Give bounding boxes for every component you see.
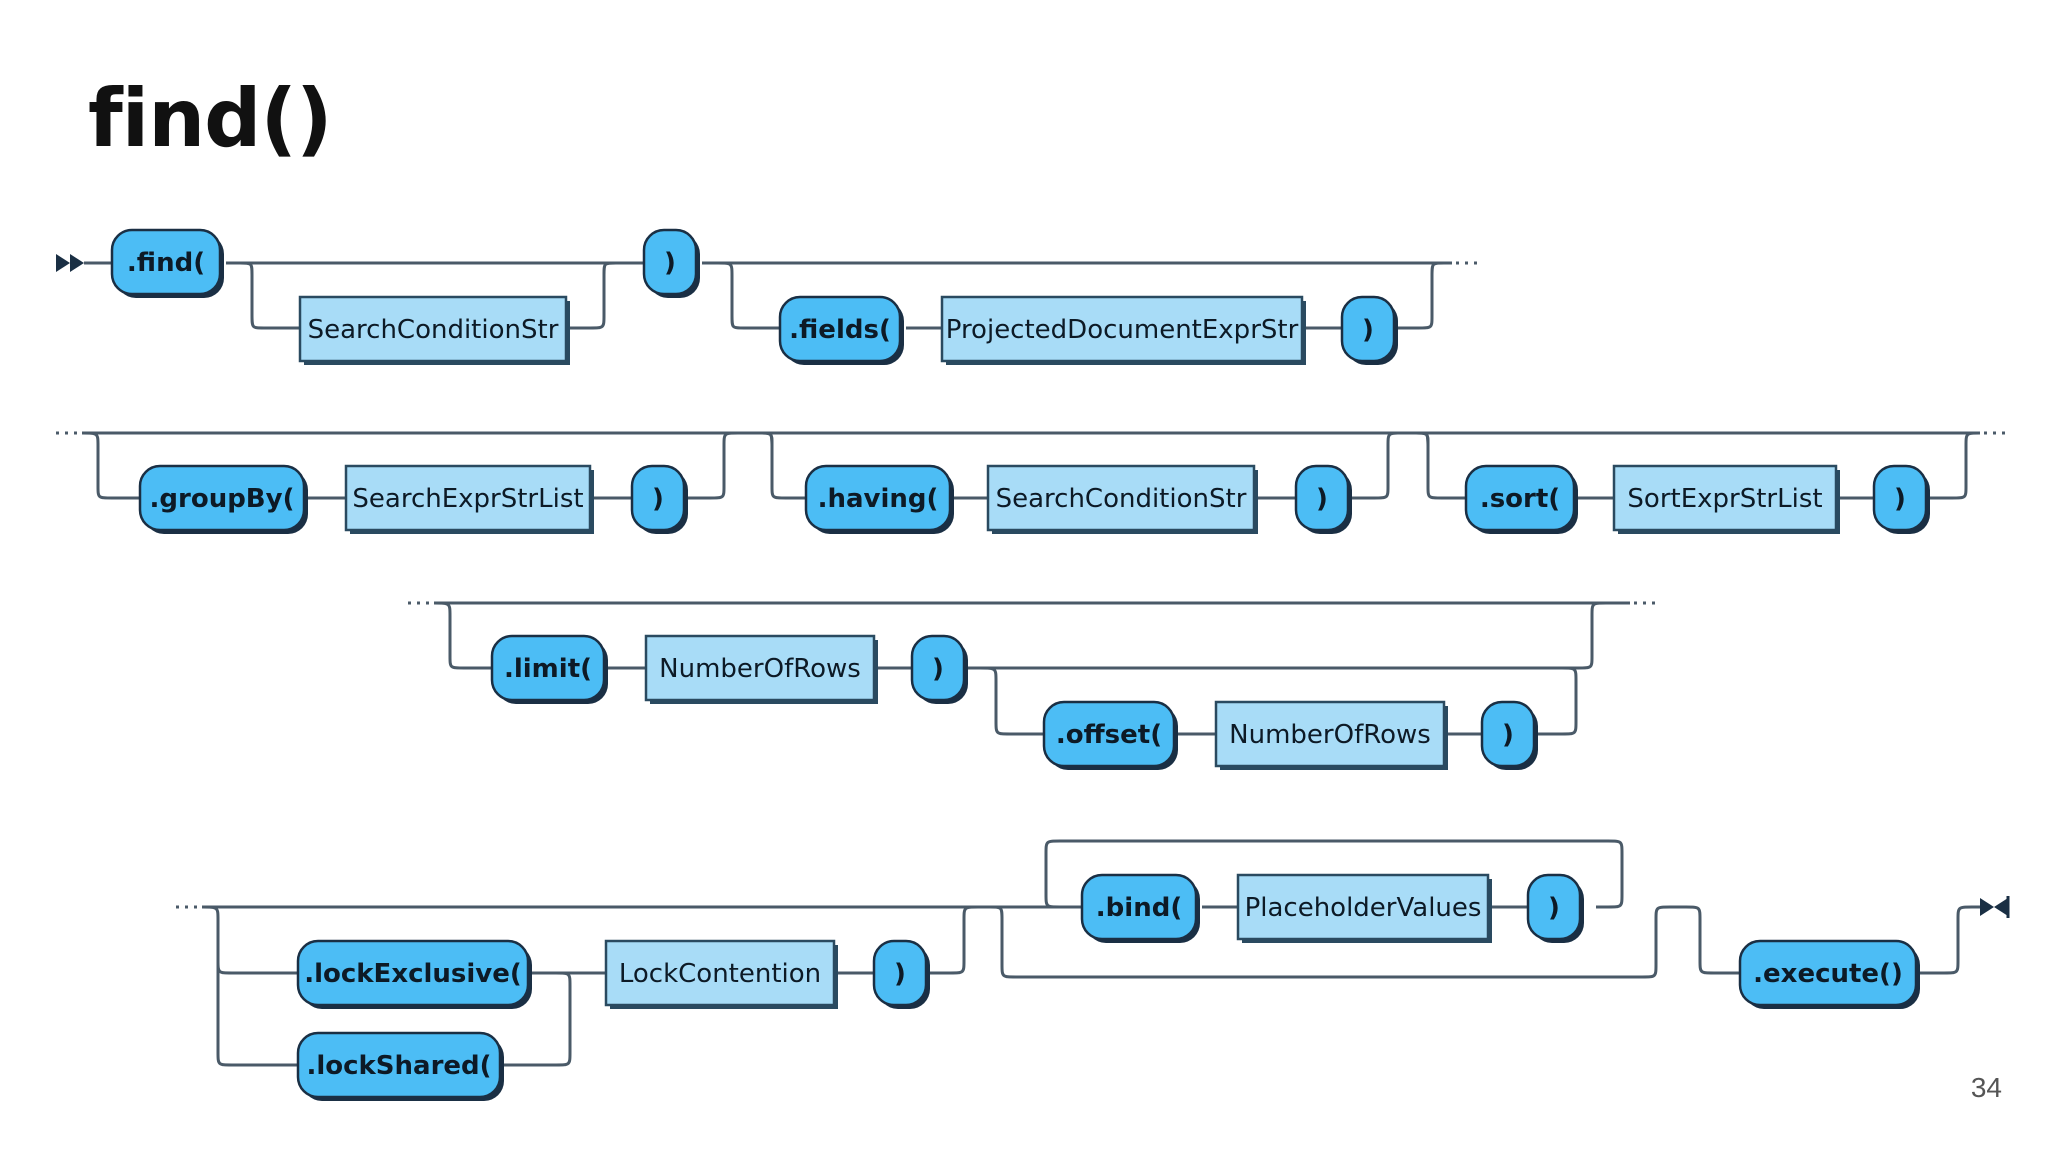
end-marker-icon-2 — [1994, 898, 2008, 916]
lockexclusive-terminal: .lockExclusive( — [296, 939, 532, 1009]
close-paren-label: ) — [664, 248, 676, 278]
limit-terminal: .limit( — [490, 634, 608, 704]
searchconditionstr-nonterminal: SearchConditionStr — [298, 295, 570, 365]
close-paren-label-6: ) — [932, 654, 944, 684]
row-4: .lockExclusive( .lockShared( LockContent… — [176, 839, 2010, 1101]
close-paren-terminal-9: ) — [1526, 873, 1584, 943]
slide-title: find() — [88, 72, 333, 165]
searchexprstrlist-nonterminal: SearchExprStrList — [344, 464, 594, 534]
numberofrows-nonterminal-2: NumberOfRows — [1214, 700, 1448, 770]
lockshared-label: .lockShared( — [306, 1051, 491, 1081]
sort-terminal: .sort( — [1464, 464, 1578, 534]
lockcontention-label: LockContention — [619, 959, 821, 989]
execute-label: .execute() — [1753, 959, 1903, 989]
placeholdervalues-nonterminal: PlaceholderValues — [1236, 873, 1492, 943]
searchexprstrlist-label: SearchExprStrList — [352, 484, 583, 514]
sortexprstrlist-nonterminal: SortExprStrList — [1612, 464, 1840, 534]
searchconditionstr-nonterminal-2: SearchConditionStr — [986, 464, 1258, 534]
start-marker-icon-2 — [70, 254, 84, 272]
row-3: .limit( NumberOfRows ) .offset( NumberOf… — [408, 601, 1660, 770]
lockexclusive-label: .lockExclusive( — [304, 959, 522, 989]
placeholdervalues-label: PlaceholderValues — [1245, 893, 1482, 923]
execute-terminal: .execute() — [1738, 939, 1920, 1009]
bind-terminal: .bind( — [1080, 873, 1200, 943]
lockshared-terminal: .lockShared( — [296, 1031, 504, 1101]
close-paren-terminal-4: ) — [1294, 464, 1352, 534]
having-terminal: .having( — [804, 464, 954, 534]
find-terminal: .find( — [110, 228, 224, 298]
offset-label: .offset( — [1056, 720, 1162, 750]
row-1: .find( SearchConditionStr ) .fields( Pro… — [56, 228, 1480, 365]
close-paren-terminal-6: ) — [910, 634, 968, 704]
numberofrows-nonterminal: NumberOfRows — [644, 634, 878, 704]
sort-label: .sort( — [1480, 484, 1560, 514]
numberofrows-label: NumberOfRows — [659, 654, 861, 684]
bind-label: .bind( — [1096, 893, 1182, 923]
fields-terminal: .fields( — [778, 295, 904, 365]
page-number: 34 — [1970, 1072, 2002, 1103]
limit-label: .limit( — [504, 654, 592, 684]
end-marker-icon — [1980, 898, 1994, 916]
searchconditionstr-label-2: SearchConditionStr — [996, 484, 1247, 514]
close-paren-label-9: ) — [1548, 893, 1560, 923]
close-paren-terminal-3: ) — [630, 464, 688, 534]
offset-terminal: .offset( — [1042, 700, 1178, 770]
close-paren-terminal-7: ) — [1480, 700, 1538, 770]
close-paren-label-3: ) — [652, 484, 664, 514]
numberofrows-label-2: NumberOfRows — [1229, 720, 1431, 750]
close-paren-label-2: ) — [1362, 315, 1374, 345]
projecteddocumentexprstr-label: ProjectedDocumentExprStr — [946, 315, 1299, 345]
close-paren-terminal: ) — [642, 228, 700, 298]
lockcontention-nonterminal: LockContention — [604, 939, 838, 1009]
close-paren-label-8: ) — [894, 959, 906, 989]
fields-label: .fields( — [789, 315, 891, 345]
close-paren-label-4: ) — [1316, 484, 1328, 514]
find-label: .find( — [127, 248, 205, 278]
projecteddocumentexprstr-nonterminal: ProjectedDocumentExprStr — [940, 295, 1306, 365]
groupby-terminal: .groupBy( — [138, 464, 308, 534]
close-paren-terminal-2: ) — [1340, 295, 1398, 365]
sortexprstrlist-label: SortExprStrList — [1627, 484, 1822, 514]
close-paren-terminal-8: ) — [872, 939, 930, 1009]
row-2: .groupBy( SearchExprStrList ) .having( S… — [56, 431, 2010, 534]
groupby-label: .groupBy( — [150, 484, 295, 514]
having-label: .having( — [818, 484, 939, 514]
close-paren-terminal-5: ) — [1872, 464, 1930, 534]
close-paren-label-7: ) — [1502, 720, 1514, 750]
searchconditionstr-label: SearchConditionStr — [308, 315, 559, 345]
start-marker-icon — [56, 254, 70, 272]
close-paren-label-5: ) — [1894, 484, 1906, 514]
